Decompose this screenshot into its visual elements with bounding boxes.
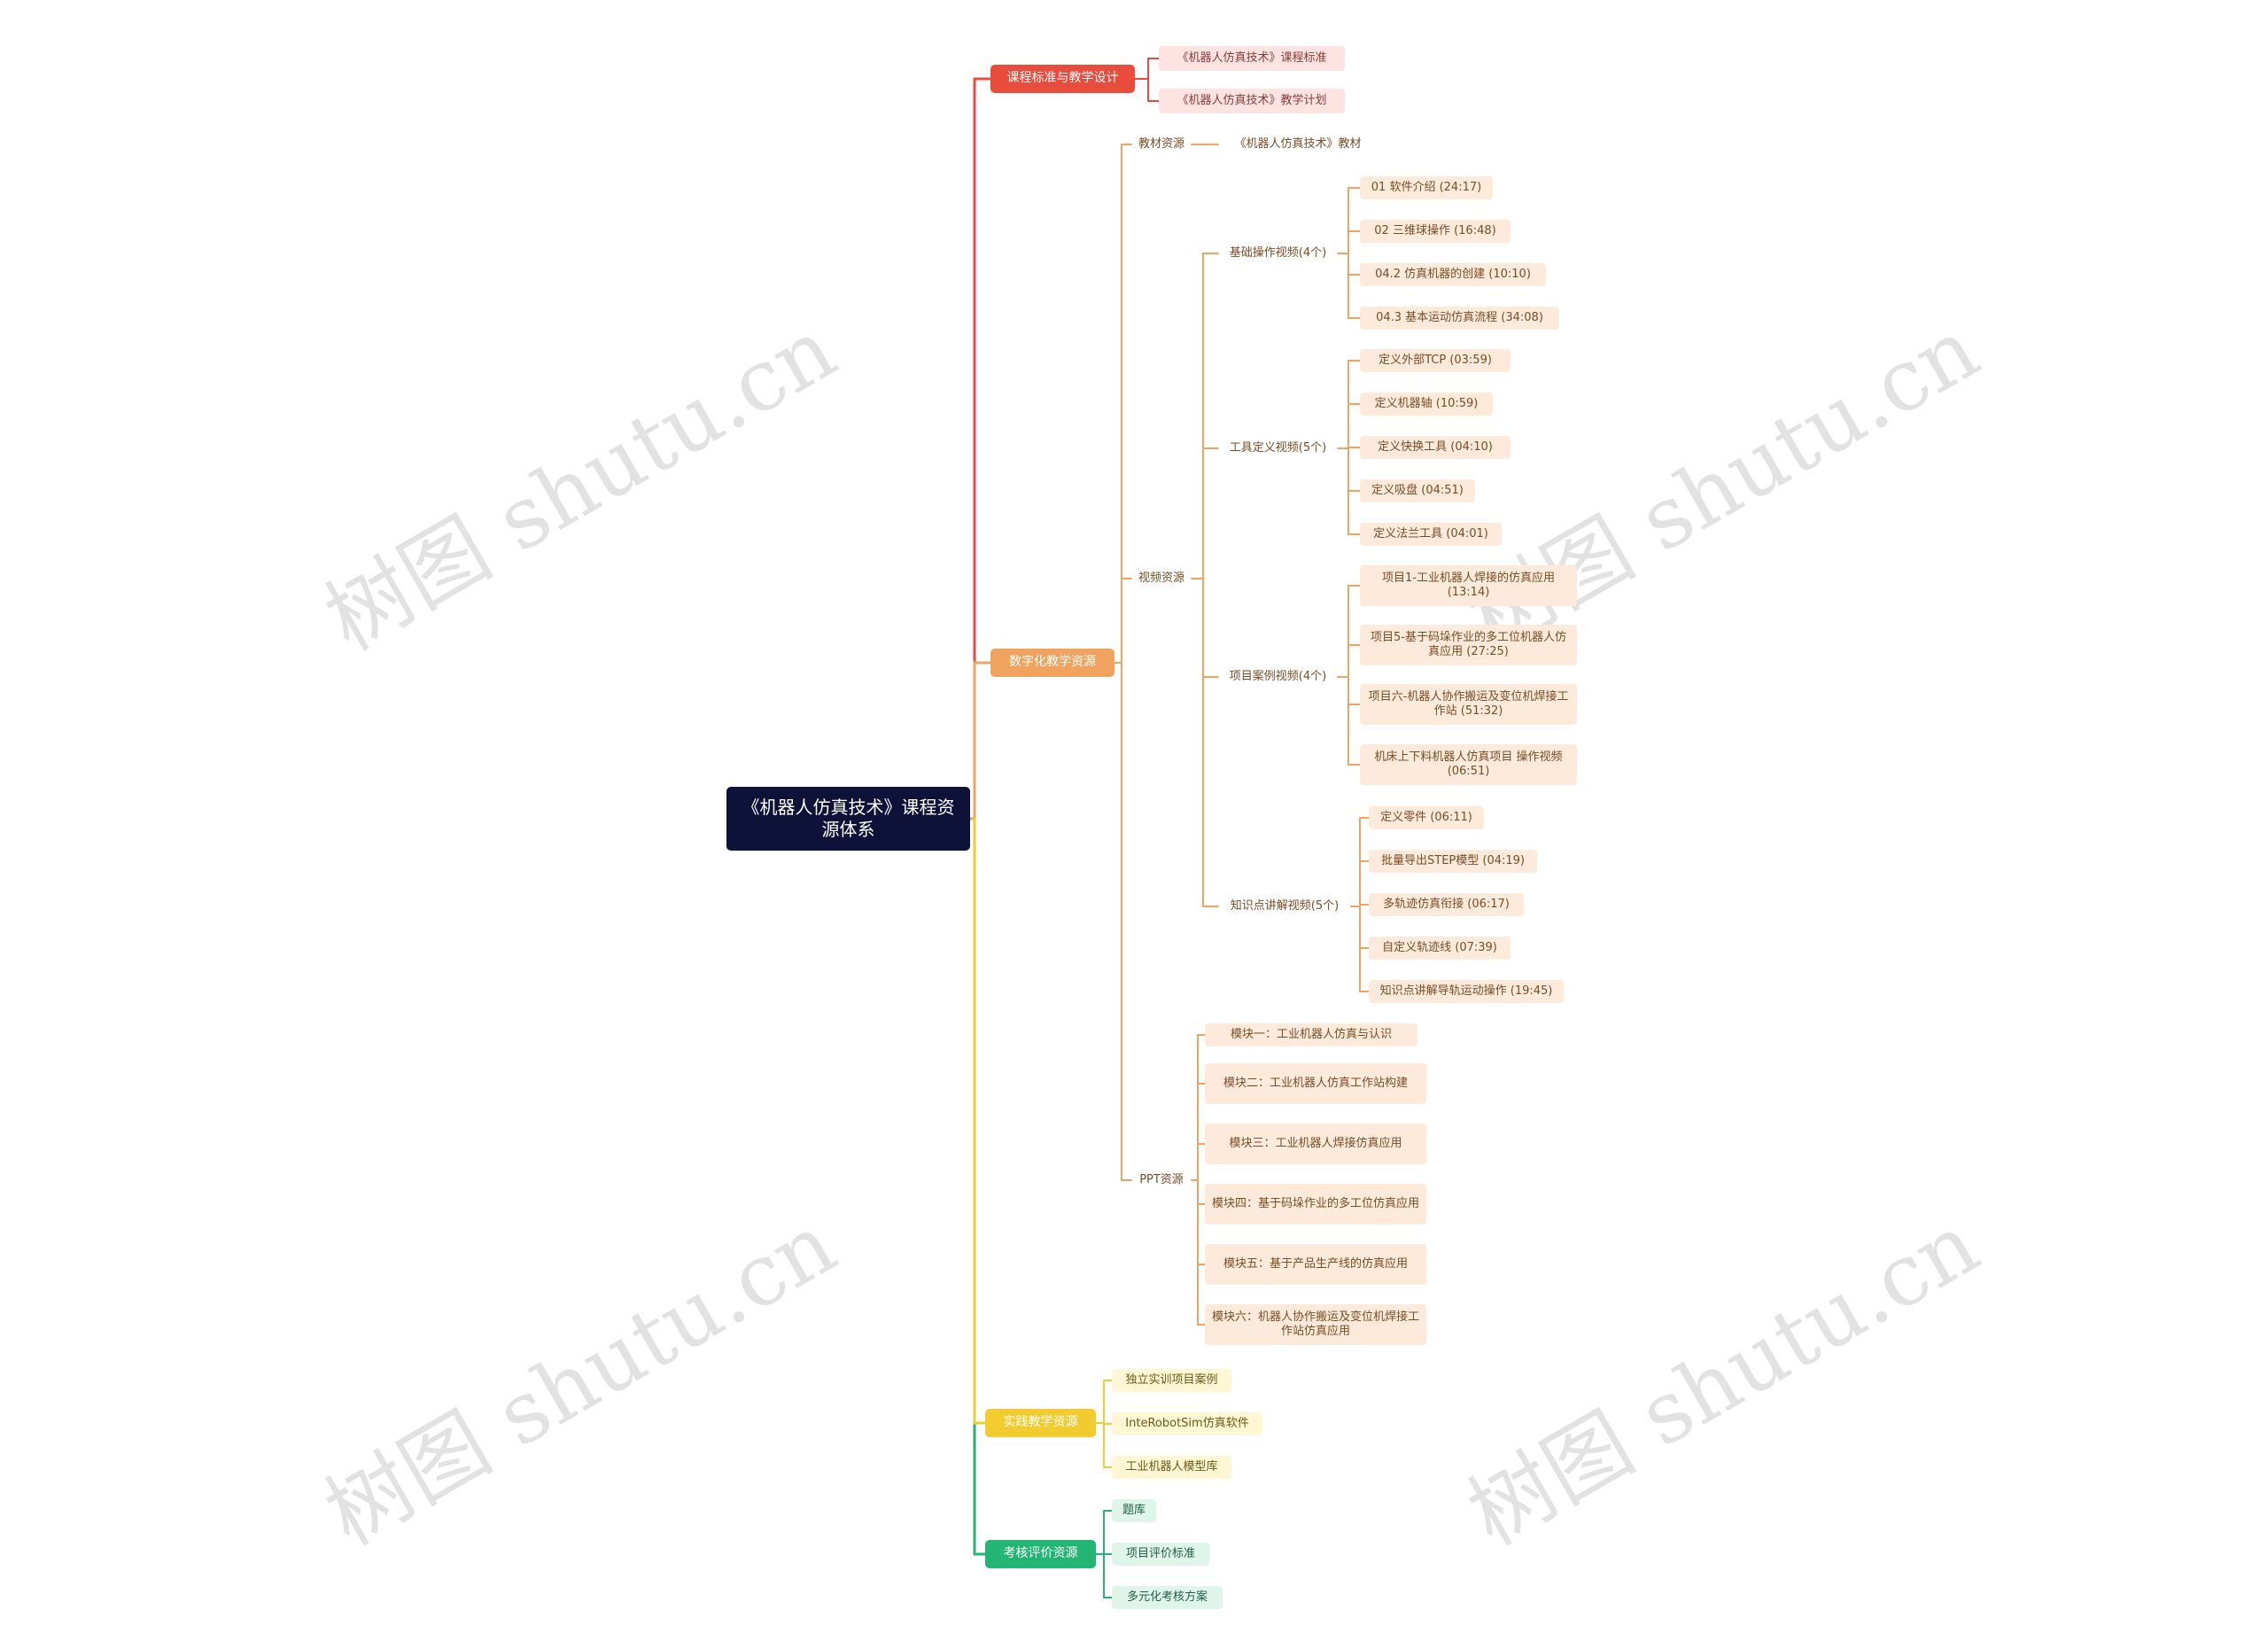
leaf-video[interactable]: 项目1-工业机器人焊接的仿真应用 (13:14) [1360, 565, 1577, 606]
branch-course-design[interactable]: 课程标准与教学设计 [990, 65, 1135, 93]
leaf-video[interactable]: 04.2 仿真机器的创建 (10:10) [1360, 263, 1546, 286]
leaf-video[interactable]: 项目六-机器人协作搬运及变位机焊接工作站 (51:32) [1360, 684, 1577, 725]
leaf-ppt-module[interactable]: 模块二：工业机器人仿真工作站构建 [1205, 1063, 1426, 1104]
branch-practice-resources[interactable]: 实践教学资源 [985, 1409, 1096, 1437]
branch-digital-resources[interactable]: 数字化教学资源 [990, 649, 1115, 677]
leaf-video[interactable]: 定义外部TCP (03:59) [1360, 349, 1511, 372]
leaf-video[interactable]: 04.3 基本运动仿真流程 (34:08) [1360, 307, 1559, 330]
basic-ops-videos[interactable]: 基础操作视频(4个) [1229, 245, 1327, 260]
leaf-ppt-module[interactable]: 模块六：机器人协作搬运及变位机焊接工作站仿真应用 [1205, 1304, 1426, 1345]
leaf-practice[interactable]: 工业机器人模型库 [1112, 1456, 1231, 1479]
leaf-video[interactable]: 自定义轨迹线 (07:39) [1369, 937, 1511, 960]
leaf-video[interactable]: 定义吸盘 (04:51) [1360, 479, 1475, 502]
project-case-videos[interactable]: 项目案例视频(4个) [1229, 669, 1327, 683]
leaf-practice[interactable]: 独立实训项目案例 [1112, 1369, 1231, 1392]
leaf-video[interactable]: 定义法兰工具 (04:01) [1360, 523, 1502, 546]
root-node[interactable]: 《机器人仿真技术》课程资源体系 [726, 787, 970, 851]
video-resources[interactable]: 视频资源 [1138, 571, 1184, 585]
leaf-teaching-plan[interactable]: 《机器人仿真技术》教学计划 [1159, 89, 1345, 113]
leaf-ppt-module[interactable]: 模块一：工业机器人仿真与认识 [1205, 1023, 1418, 1046]
leaf-video[interactable]: 多轨迹仿真衔接 (06:17) [1369, 893, 1524, 916]
leaf-video[interactable]: 机床上下料机器人仿真项目 操作视频 (06:51) [1360, 744, 1577, 785]
leaf-assessment[interactable]: 题库 [1112, 1499, 1156, 1522]
ppt-resources[interactable]: PPT资源 [1139, 1172, 1184, 1186]
leaf-practice[interactable]: InteRobotSim仿真软件 [1112, 1412, 1262, 1435]
leaf-assessment[interactable]: 多元化考核方案 [1112, 1586, 1223, 1609]
leaf-video[interactable]: 知识点讲解导轨运动操作 (19:45) [1369, 980, 1564, 1003]
leaf-video[interactable]: 项目5-基于码垛作业的多工位机器人仿真应用 (27:25) [1360, 625, 1577, 665]
branch-assessment-resources[interactable]: 考核评价资源 [985, 1540, 1096, 1568]
leaf-ppt-module[interactable]: 模块四：基于码垛作业的多工位仿真应用 [1205, 1184, 1426, 1225]
leaf-video[interactable]: 定义零件 (06:11) [1369, 806, 1484, 829]
leaf-ppt-module[interactable]: 模块三：工业机器人焊接仿真应用 [1205, 1124, 1426, 1164]
leaf-video[interactable]: 批量导出STEP模型 (04:19) [1369, 850, 1537, 873]
textbook-resources[interactable]: 教材资源 [1138, 136, 1184, 151]
leaf-video[interactable]: 定义机器轴 (10:59) [1360, 393, 1493, 416]
tool-definition-videos[interactable]: 工具定义视频(5个) [1229, 440, 1327, 455]
leaf-video[interactable]: 01 软件介绍 (24:17) [1360, 176, 1493, 199]
leaf-video[interactable]: 02 三维球操作 (16:48) [1360, 220, 1511, 243]
leaf-assessment[interactable]: 项目评价标准 [1112, 1543, 1209, 1566]
leaf-textbook[interactable]: 《机器人仿真技术》教材 [1234, 136, 1362, 151]
knowledge-point-videos[interactable]: 知识点讲解视频(5个) [1230, 898, 1340, 913]
leaf-ppt-module[interactable]: 模块五：基于产品生产线的仿真应用 [1205, 1244, 1426, 1285]
leaf-video[interactable]: 定义快换工具 (04:10) [1360, 436, 1511, 459]
leaf-course-standard[interactable]: 《机器人仿真技术》课程标准 [1159, 46, 1345, 71]
